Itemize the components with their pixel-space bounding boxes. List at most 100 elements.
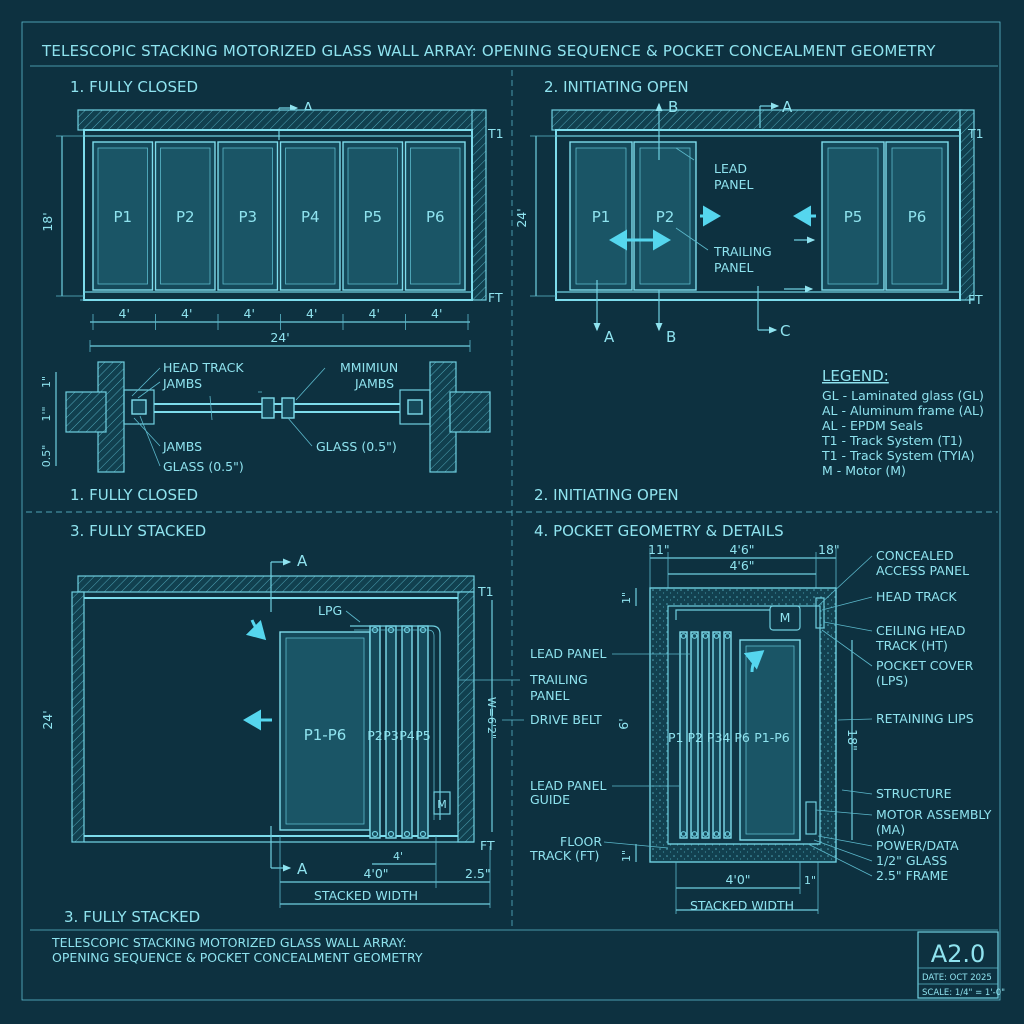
v1-panel-width-4: 4' (306, 306, 317, 321)
title-block-line-1: TELESCOPIC STACKING MOTORIZED GLASS WALL… (51, 935, 407, 950)
v1-panel-width-6: 4' (431, 306, 442, 321)
v3-motor (433, 791, 451, 815)
v1-label-jambs-right: JAMBS (354, 376, 394, 391)
view-3-caption: 3. FULLY STACKED (64, 908, 200, 926)
v4-stack-right-label: P1-P6 (754, 730, 790, 745)
v1-label-glass-left: GLASS (0.5") (163, 459, 244, 474)
v3-drive-belt-label: DRIVE BELT (530, 712, 602, 727)
v4-label-floor-track-l1: FLOOR (560, 834, 602, 849)
v4-stack-panel-3 (701, 631, 710, 839)
v4-dim-46a: 4'6" (729, 542, 754, 557)
sheet-number: A2.0 (931, 940, 986, 968)
v4-stack-left-label: P1 P2 P34 P6 (668, 730, 750, 745)
v1-panel-width-1: 4' (119, 306, 130, 321)
v1-track-bottom: FT (488, 290, 503, 305)
view-4-pocket-geometry: 4. POCKET GEOMETRY & DETAILS 11" 4'6" 18… (529, 522, 992, 914)
view-1-heading: 1. FULLY CLOSED (70, 78, 198, 96)
legend-item-5: T1 - Track System (TYIA) (821, 448, 975, 463)
sheet-scale: SCALE: 1/4" = 1'-0" (922, 988, 1005, 998)
v2-height-dim: 24' (514, 208, 529, 227)
v4-dim-11: 11" (648, 542, 670, 557)
v1-detail-dim-05: 0.5" (40, 445, 53, 468)
legend-item-4: T1 - Track System (T1) (821, 433, 963, 448)
v3-track-bottom: FT (480, 838, 495, 853)
v1-detail-dim-1b: 1'" (40, 406, 53, 421)
v1-height-dim: 18' (40, 212, 55, 231)
v1-track-top: T1 (487, 126, 504, 141)
v2-panel-label-p5: P5 (844, 208, 863, 226)
v4-label-floor-track-l2: TRACK (FT) (529, 848, 599, 863)
v3-w-label: W=6'2" (485, 697, 498, 739)
v3-track-top: T1 (477, 584, 494, 599)
v2-track-top: T1 (967, 126, 984, 141)
legend-heading: LEGEND: (822, 367, 889, 385)
v4-right-label-5: TRACK (HT) (875, 638, 948, 653)
v4-right-label-12: POWER/DATA (876, 838, 959, 853)
view-4-heading: 4. POCKET GEOMETRY & DETAILS (534, 522, 784, 540)
v2-mark-b-bottom: B (666, 328, 676, 346)
v1-panel-width-3: 4' (244, 306, 255, 321)
v3-stack-label-4: P4 (399, 728, 415, 743)
v4-label-lead-panel: LEAD PANEL (530, 646, 607, 661)
sheet-title: TELESCOPIC STACKING MOTORIZED GLASS WALL… (41, 42, 936, 60)
legend-item-1: GL - Laminated glass (GL) (822, 388, 984, 403)
v1-panel-label-3: P3 (238, 208, 257, 226)
v1-label-glass-right: GLASS (0.5") (316, 439, 397, 454)
v2-lead-panel-l2: PANEL (714, 177, 754, 192)
v4-stack-panel-1 (679, 631, 688, 839)
v1-label-head-track: HEAD TRACK (163, 360, 244, 375)
v4-stack-panel-4 (712, 631, 721, 839)
v3-stack-label-3: P3 (383, 728, 399, 743)
v4-right-label-8: RETAINING LIPS (876, 711, 974, 726)
legend: LEGEND: GL - Laminated glass (GL) AL - A… (821, 367, 984, 478)
v2-panel-label-p2: P2 (656, 208, 675, 226)
v4-right-label-9: STRUCTURE (876, 786, 952, 801)
v4-dim-18v: 18" (845, 729, 860, 751)
v1-panel-label-2: P2 (176, 208, 195, 226)
v3-motor-label: M (437, 798, 447, 811)
v2-track-bottom: FT (968, 292, 983, 307)
v3-trailing-l2: PANEL (530, 688, 570, 703)
sheet-date: DATE: OCT 2025 (922, 973, 992, 983)
v2-lead-panel-l1: LEAD (714, 161, 747, 176)
v1-label-jambs-bottom: JAMBS (162, 439, 202, 454)
sheet-border (21, 21, 1001, 1001)
v2-mark-a-bottom: A (604, 328, 615, 346)
v4-motor-label: M (780, 610, 791, 625)
view-1-caption: 1. FULLY CLOSED (70, 486, 198, 504)
v4-dim-1c: 1" (804, 874, 816, 887)
v4-dim-46b: 4'6" (729, 558, 754, 573)
view-2-initiating-open: 2. INITIATING OPEN T1 FT 24' P1 P2 P5 P6 (514, 78, 984, 504)
v2-mark-b-top: B (668, 98, 678, 116)
v1-panel-label-4: P4 (301, 208, 320, 226)
v4-right-label-2: ACCESS PANEL (876, 563, 969, 578)
legend-item-3: AL - EPDM Seals (822, 418, 923, 433)
v3-lpg-label: LPG (318, 603, 342, 618)
v4-label-lead-guide-l1: LEAD PANEL (530, 778, 607, 793)
v4-dim-40: 4'0" (725, 872, 750, 887)
v4-right-label-10: MOTOR ASSEMBLY (876, 807, 992, 822)
v4-stack-panel-2 (690, 631, 699, 839)
v4-dim-6: 6' (616, 718, 631, 729)
v4-dim-18: 18" (818, 542, 840, 557)
view-2-caption: 2. INITIATING OPEN (534, 486, 679, 504)
v4-right-label-13: 1/2" GLASS (876, 853, 947, 868)
view-3-heading: 3. FULLY STACKED (70, 522, 206, 540)
v1-section-mark-a: A (303, 99, 314, 117)
v1-detail-dim-1a: 1" (40, 376, 53, 388)
legend-item-6: M - Motor (M) (822, 463, 906, 478)
v1-jamb-detail: 1" 1'" 0.5" HEAD TRACK JAMBS MMIMIUN JAM… (40, 360, 491, 474)
v2-trailing-panel-l2: PANEL (714, 260, 754, 275)
v2-panel-label-p6: P6 (908, 208, 927, 226)
v3-height-dim: 24' (40, 710, 55, 729)
v3-trailing-l1: TRAILING (529, 672, 588, 687)
v1-panel-label-1: P1 (113, 208, 132, 226)
v4-right-label-4: CEILING HEAD (876, 623, 965, 638)
v4-label-lead-guide-l2: GUIDE (530, 792, 570, 807)
v1-panel-label-6: P6 (426, 208, 445, 226)
v3-dim-40: 4'0" (363, 866, 388, 881)
v4-stack-panel-5 (723, 631, 732, 839)
v2-trailing-panel-l1: TRAILING (713, 244, 772, 259)
